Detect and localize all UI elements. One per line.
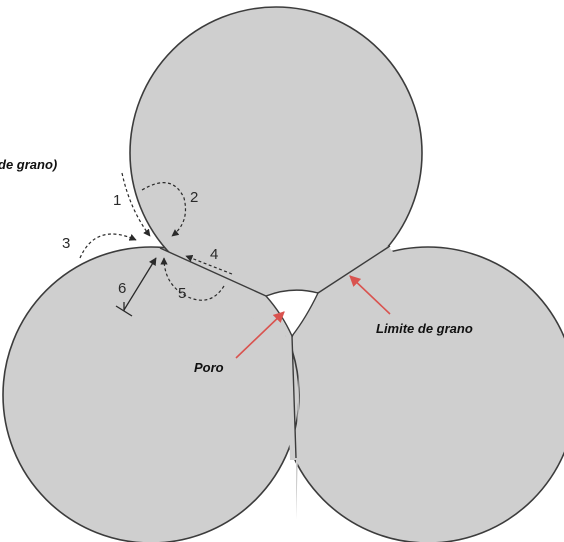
mechanism-1-number: 1	[113, 192, 121, 209]
mechanism-5-number: 5	[178, 285, 186, 302]
neck-fill	[150, 246, 400, 520]
mechanism-4-arrow	[185, 255, 233, 275]
mechanism-3-number: 3	[62, 235, 70, 252]
mechanism-6-number: 6	[118, 280, 126, 297]
grain-boundary-vertical	[291, 335, 297, 459]
mechanism-3-arrow	[79, 233, 137, 259]
mechanism-4-number: 4	[210, 246, 218, 263]
mechanism-6-arrow	[123, 257, 157, 311]
mechanism-2-arrow	[141, 182, 187, 237]
pore-pointer-arrow	[235, 311, 285, 359]
dislocation-icon	[115, 302, 133, 317]
mechanism-1-arrow	[121, 172, 151, 237]
mechanism-5-arrow	[160, 257, 225, 301]
mechanism-2-number: 2	[190, 189, 198, 206]
partial-title: de grano)	[0, 157, 57, 172]
boundary-pointer-arrow	[349, 275, 391, 315]
pore-label: Poro	[194, 360, 224, 375]
grain-boundary-right	[317, 245, 391, 294]
grain-boundary-left	[159, 247, 267, 297]
grain-boundary-label: Limite de grano	[376, 321, 473, 336]
